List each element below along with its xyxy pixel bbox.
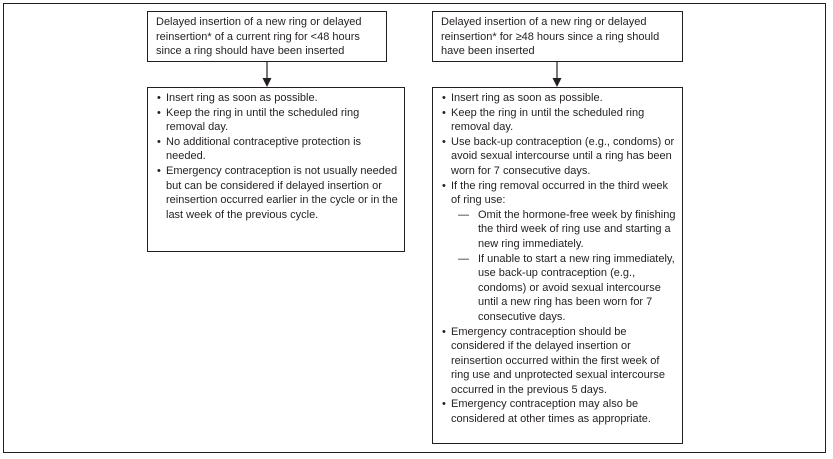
right-action-item: Insert ring as soon as possible. [442,91,676,106]
right-header-box: Delayed insertion of a new ring or delay… [432,11,683,62]
right-action-item: Emergency contraception should be consid… [442,325,676,398]
left-actions-list: Insert ring as soon as possible. Keep th… [157,91,398,222]
left-header-text: Delayed insertion of a new ring or delay… [156,16,362,58]
right-action-item-third-week: If the ring removal occurred in the thir… [442,179,676,325]
left-actions-box: Insert ring as soon as possible. Keep th… [147,87,405,252]
right-action-item: Keep the ring in until the scheduled rin… [442,106,676,135]
right-sub-list: Omit the hormone-free week by finishing … [451,208,676,325]
left-action-item: Insert ring as soon as possible. [157,91,398,106]
right-sub-item: If unable to start a new ring immediatel… [458,252,676,325]
left-arrow [262,61,272,87]
right-sub-item: Omit the hormone-free week by finishing … [458,208,676,252]
right-third-week-text: If the ring removal occurred in the thir… [451,179,669,207]
left-action-item: Keep the ring in until the scheduled rin… [157,106,398,135]
right-action-item: Emergency contraception may also be cons… [442,397,676,426]
right-actions-box: Insert ring as soon as possible. Keep th… [432,87,683,444]
right-actions-list: Insert ring as soon as possible. Keep th… [442,91,676,427]
right-action-item: Use back-up contraception (e.g., condoms… [442,135,676,179]
left-header-box: Delayed insertion of a new ring or delay… [147,11,387,62]
left-action-item: Emergency contraception is not usually n… [157,164,398,222]
left-action-item: No additional contraceptive protection i… [157,135,398,164]
figure-frame [3,3,826,453]
right-arrow [552,61,562,87]
right-header-text: Delayed insertion of a new ring or delay… [441,16,660,58]
